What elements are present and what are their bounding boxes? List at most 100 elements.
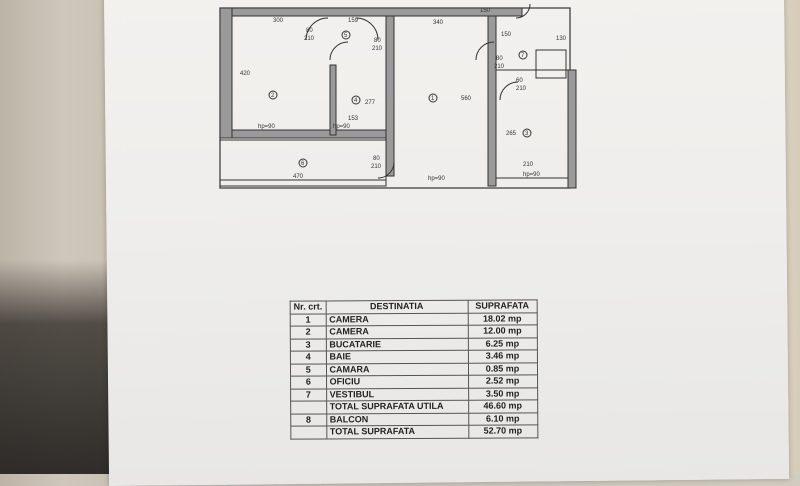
cell-nr: 5	[290, 363, 327, 377]
dim-label: 153	[348, 116, 359, 122]
room-marker	[428, 93, 438, 103]
door-arc	[355, 17, 379, 41]
cell-nr: 7	[290, 388, 327, 402]
cell-area: 6.25 mp	[467, 337, 537, 351]
wall-far-right	[567, 69, 577, 189]
cell-destination: BALCON	[326, 412, 469, 426]
cell-area: 18.02 mp	[467, 312, 537, 326]
table-header-row: Nr. crt. DESTINATIA SUPRAFATA	[290, 299, 537, 314]
room-marker	[522, 128, 532, 138]
cell-area: 52.70 mp	[468, 424, 538, 438]
cell-destination: CAMERA	[325, 312, 468, 326]
cell-nr: 6	[290, 375, 327, 389]
cell-area: 3.50 mp	[468, 387, 538, 401]
wall-bath	[329, 64, 337, 136]
cell-nr: 2	[290, 325, 326, 339]
dim-label: 470	[293, 174, 304, 180]
dim-label: 300	[273, 18, 284, 24]
dim-label: 150	[480, 8, 491, 14]
room-marker	[518, 50, 528, 60]
door-label: 210	[371, 164, 382, 170]
cell-destination: CAMARA	[325, 362, 469, 376]
cell-nr: 8	[290, 413, 327, 427]
header-destination: DESTINATIA	[325, 300, 468, 314]
door-label: 80	[306, 28, 313, 34]
cell-destination: VESTIBUL	[326, 387, 469, 401]
door-label: 80	[496, 56, 503, 62]
room-number: 4	[354, 98, 358, 104]
pantry-outline	[535, 49, 567, 79]
cell-area: 0.85 mp	[467, 362, 538, 376]
door-arc	[499, 81, 519, 101]
cell-nr	[290, 400, 327, 414]
parapet-label: hp=90	[333, 124, 351, 130]
door-label: 210	[516, 86, 527, 92]
room-marker	[298, 158, 308, 168]
door-label: 210	[304, 36, 315, 42]
dim-label: 420	[240, 71, 251, 77]
dim-label: 150	[501, 32, 512, 38]
room-number: 3	[525, 131, 529, 137]
parapet-label: hp=90	[428, 176, 446, 182]
cell-area: 2.52 mp	[468, 374, 538, 388]
room-number: 7	[521, 53, 525, 59]
wall-right-inner	[487, 15, 497, 187]
parapet-label: hp=90	[258, 124, 276, 130]
balcony-outline	[219, 139, 387, 187]
door-arc	[329, 41, 349, 61]
room-number: 5	[344, 33, 348, 39]
cell-destination: TOTAL SUPRAFATA UTILA	[326, 400, 469, 414]
room-number: 2	[271, 93, 275, 99]
door-label: 80	[373, 156, 380, 162]
cell-destination: BAIE	[325, 350, 468, 364]
door-arc	[377, 161, 395, 179]
dim-label: 340	[433, 20, 444, 26]
room-marker	[268, 90, 278, 100]
wall-left	[219, 7, 233, 139]
dim-label: 265	[506, 131, 517, 137]
cell-destination: BUCATARIE	[325, 337, 468, 351]
door-label: 80	[374, 38, 381, 44]
door-arc	[515, 3, 531, 19]
door-label: 60	[516, 78, 523, 84]
cell-destination: TOTAL SUPRAFATA	[326, 425, 469, 439]
room-number: 6	[301, 161, 305, 167]
cell-nr: 1	[290, 313, 326, 327]
wall-bottom-left	[231, 129, 387, 139]
cell-area: 6.10 mp	[468, 412, 538, 426]
door-arc	[305, 17, 329, 41]
header-nr: Nr. crt.	[290, 300, 326, 314]
floor-plan: 300 159 340 150 420 560 277 153 265 470 …	[219, 3, 577, 189]
cell-area: 12.00 mp	[467, 324, 537, 338]
cell-area: 3.46 mp	[467, 349, 537, 363]
wall-top	[231, 7, 523, 17]
cell-nr: 4	[290, 350, 326, 364]
wall-center	[385, 15, 395, 177]
parapet-label: hp=90	[523, 172, 541, 178]
cell-destination: CAMERA	[325, 325, 468, 339]
dim-label: 159	[348, 18, 359, 24]
dim-label: 277	[365, 100, 376, 106]
room-marker	[341, 30, 351, 40]
dim-label: 130	[556, 36, 567, 42]
cell-nr: 3	[290, 338, 326, 352]
header-area: SUPRAFATA	[467, 299, 537, 313]
dim-label: 560	[461, 96, 472, 102]
door-arc	[475, 41, 495, 61]
cell-area: 46.60 mp	[468, 399, 538, 413]
door-label: 210	[372, 46, 383, 52]
cell-destination: OFICIU	[326, 375, 469, 389]
door-label: 210	[494, 64, 505, 70]
room-marker	[351, 95, 361, 105]
cell-nr	[290, 425, 327, 439]
